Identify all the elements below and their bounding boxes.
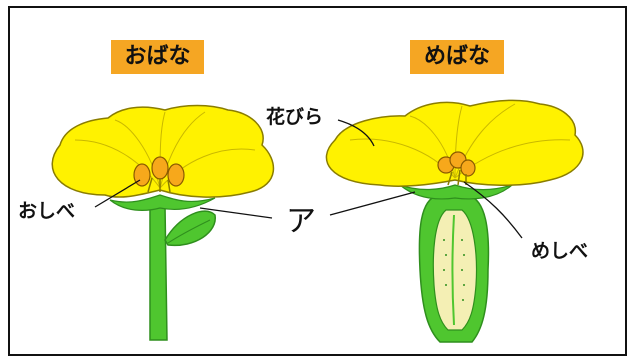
male-flower-sepal bbox=[109, 194, 216, 211]
female-flower-title: めばな bbox=[410, 40, 504, 74]
female-flower bbox=[325, 99, 584, 343]
a-marker-label: ア bbox=[286, 204, 316, 239]
male-flower-title: おばな bbox=[111, 40, 204, 74]
stamen-label: おしべ bbox=[18, 200, 76, 222]
female-flower-petals bbox=[325, 99, 584, 187]
petals-label: 花びら bbox=[266, 106, 324, 128]
male-flower bbox=[51, 104, 275, 341]
male-flower-petals bbox=[51, 104, 275, 198]
female-flower-ovary-inner bbox=[432, 209, 478, 331]
male-flower-stem bbox=[149, 204, 168, 341]
pistil-label: めしべ bbox=[531, 240, 589, 262]
female-flower-sepal bbox=[399, 184, 513, 200]
